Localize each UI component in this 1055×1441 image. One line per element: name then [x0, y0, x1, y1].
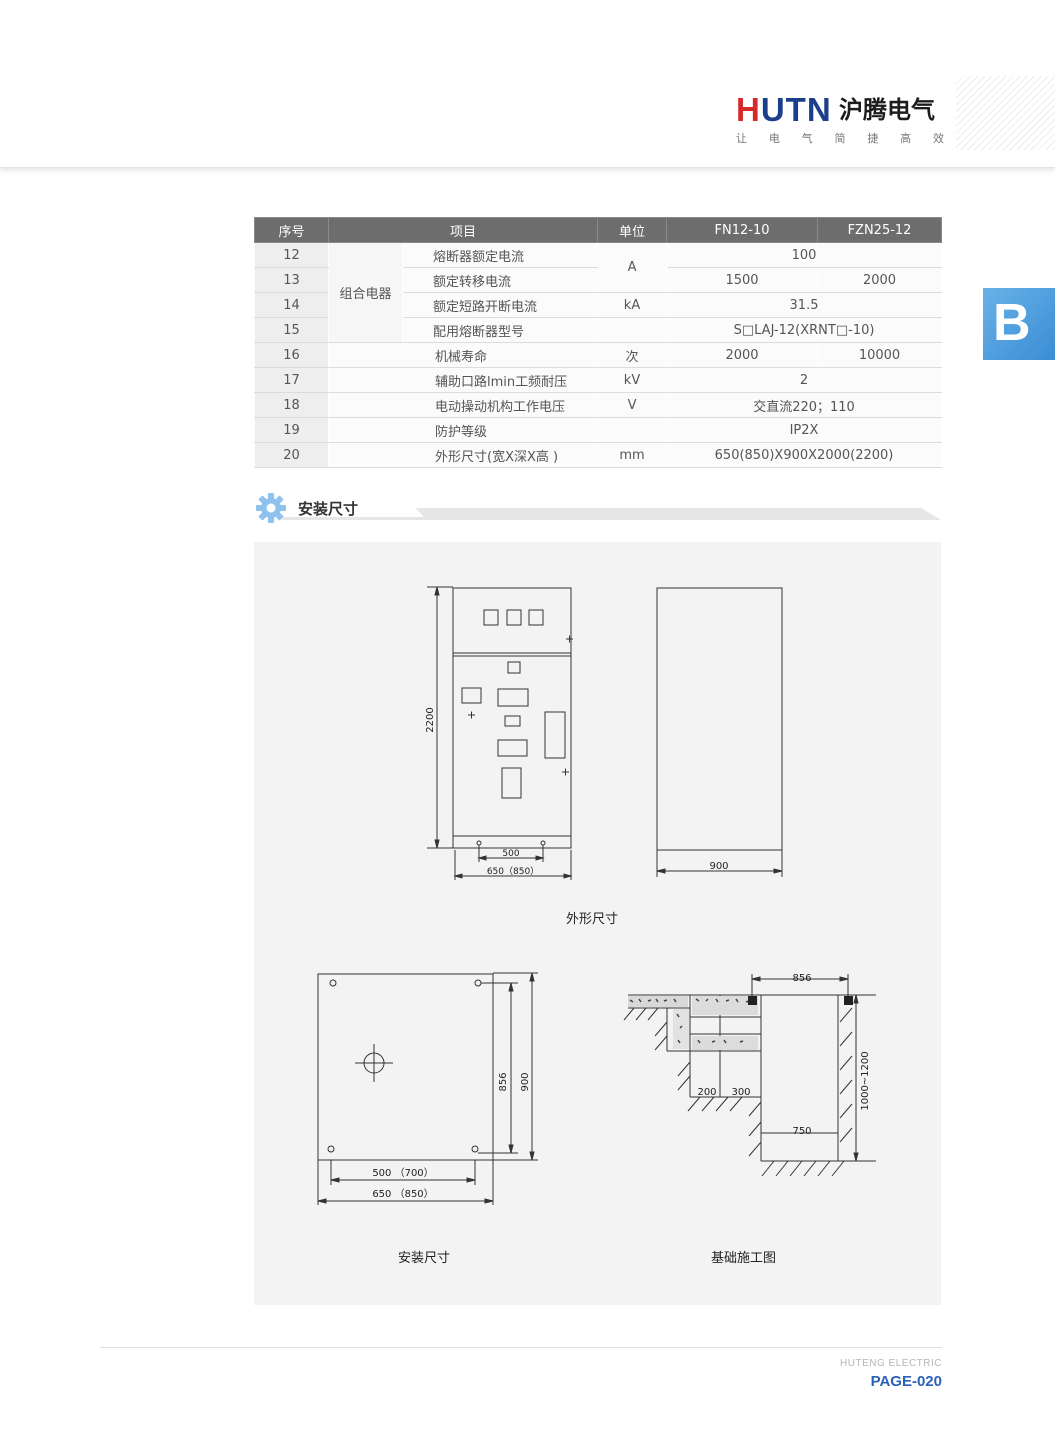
table-row: 18 电动操动机构工作电压 V 交直流220；110: [254, 392, 943, 418]
plan-width-outer-label: 650 （850）: [372, 1188, 433, 1200]
gear-icon: [256, 493, 286, 523]
row-number: 13: [254, 267, 329, 293]
side-view-drawing: 900: [656, 587, 783, 877]
logo-company-name: 沪腾电气: [839, 96, 935, 124]
foundation-top-label: 856: [792, 973, 811, 984]
row-value-fn12: 1500: [666, 267, 819, 293]
table-row: 17 辅助口路lmin工频耐压 kV 2: [254, 367, 943, 393]
caption-outline: 外形尺寸: [566, 912, 619, 927]
slogan-char: 效: [932, 132, 944, 145]
slogan-char: 电: [768, 132, 780, 145]
header-stripes-decoration: [956, 76, 1055, 150]
dim-height-label: 2200: [425, 707, 436, 732]
row-value-fzn25: 10000: [817, 342, 943, 368]
section-tab-letter: B: [993, 294, 1031, 352]
row-number: 12: [254, 242, 329, 268]
row-number: 14: [254, 292, 329, 318]
row-value: 2: [666, 367, 943, 393]
row-unit: mm: [597, 442, 668, 468]
row-unit: V: [597, 392, 668, 418]
row-item: 额定短路开断电流: [401, 292, 599, 318]
logo-slogan: 让 电 气 简 捷 高 效: [736, 130, 944, 146]
dim-outer-width-label: 650（850）: [487, 866, 539, 877]
row-value: S□LAJ-12(XRNT□-10): [666, 317, 943, 343]
logo-mark: HUTN: [736, 91, 832, 128]
row-item: 电动操动机构工作电压: [327, 392, 599, 418]
foundation-drawing: 856 200 300 750 1000~1200: [623, 973, 876, 1177]
page-header: HUTN 沪腾电气 让 电 气 简 捷 高 效: [0, 0, 1055, 168]
row-value: 31.5: [666, 292, 943, 318]
row-item: 额定转移电流: [401, 267, 599, 293]
section-tab-b: B: [983, 288, 1055, 360]
foundation-depth-label: 1000~1200: [860, 1051, 871, 1110]
row-item: 熔断器额定电流: [401, 242, 599, 268]
section-heading-bar: [282, 508, 941, 520]
row-number: 20: [254, 442, 329, 468]
row-item: 防护等级: [327, 417, 599, 443]
spec-table: 序号 项目 单位 FN12-10 FZN25-12 12 组合电器 熔断器额定电…: [254, 217, 943, 468]
row-unit: [597, 317, 668, 343]
header-fn12: FN12-10: [666, 217, 819, 243]
company-logo: HUTN 沪腾电气 让 电 气 简 捷 高 效: [736, 88, 946, 148]
row-value: 100: [666, 242, 943, 268]
row-value: 650(850)X900X2000(2200): [666, 442, 943, 468]
row-value: IP2X: [666, 417, 943, 443]
caption-install: 安装尺寸: [398, 1251, 451, 1266]
slogan-char: 让: [736, 132, 747, 145]
plan-depth-inner-label: 856: [498, 1072, 509, 1091]
row-value-fn12: 2000: [666, 342, 819, 368]
foundation-w1-label: 200: [697, 1087, 716, 1098]
slogan-char: 高: [900, 132, 912, 145]
header-fzn25: FZN25-12: [817, 217, 943, 243]
row-number: 17: [254, 367, 329, 393]
row-unit: A: [597, 242, 668, 293]
row-number: 18: [254, 392, 329, 418]
row-unit: [597, 417, 668, 443]
row-number: 19: [254, 417, 329, 443]
foundation-w2-label: 300: [731, 1087, 750, 1098]
header-unit: 单位: [597, 217, 668, 243]
dim-depth-label: 900: [709, 861, 728, 872]
slogan-char: 气: [801, 132, 813, 145]
row-number: 16: [254, 342, 329, 368]
table-row: 15 配用熔断器型号 S□LAJ-12(XRNT□-10): [254, 317, 943, 343]
section-title: 安装尺寸: [298, 500, 359, 518]
dim-inner-width-label: 500: [502, 849, 519, 859]
table-row: 19 防护等级 IP2X: [254, 417, 943, 443]
caption-foundation: 基础施工图: [711, 1251, 777, 1266]
footer-divider: [100, 1347, 942, 1348]
foundation-bottom-label: 750: [792, 1126, 811, 1137]
slogan-char: 简: [834, 132, 846, 145]
row-item: 外形尺寸(宽X深X高 ): [327, 442, 599, 468]
section-heading: 安装尺寸: [254, 491, 941, 523]
group-label: 组合电器: [328, 242, 403, 343]
plan-depth-outer-label: 900: [520, 1072, 531, 1091]
section-heading-tab: [282, 495, 424, 517]
row-unit: 次: [597, 342, 668, 368]
table-header-row: 序号 项目 单位 FN12-10 FZN25-12: [254, 217, 943, 243]
plan-view-drawing: 856 900 500 （700） 650 （850）: [317, 972, 538, 1205]
plan-width-inner-label: 500 （700）: [372, 1167, 433, 1179]
row-value: 交直流220；110: [666, 392, 943, 418]
slogan-char: 捷: [867, 132, 879, 145]
row-item: 机械寿命: [327, 342, 599, 368]
header-seq: 序号: [254, 217, 329, 243]
table-row: 13 额定转移电流 1500 2000: [254, 267, 943, 293]
row-value-fzn25: 2000: [817, 267, 943, 293]
row-item: 辅助口路lmin工频耐压: [327, 367, 599, 393]
row-unit: kV: [597, 367, 668, 393]
page-number: PAGE-020: [870, 1373, 942, 1390]
row-number: 15: [254, 317, 329, 343]
row-unit: kA: [597, 292, 668, 318]
technical-drawings: 2200 500 650（850） 900: [317, 586, 876, 1205]
table-row: 12 组合电器 熔断器额定电流 A 100: [254, 242, 943, 343]
table-row: 20 外形尺寸(宽X深X高 ) mm 650(850)X900X2000(220…: [254, 442, 943, 468]
front-view-drawing: 2200 500 650（850）: [425, 586, 573, 880]
drawing-panel: 2200 500 650（850） 900: [254, 542, 941, 1305]
footer-brand: HUTENG ELECTRIC: [840, 1358, 942, 1369]
row-item: 配用熔断器型号: [401, 317, 599, 343]
table-row: 16 机械寿命 次 2000 10000: [254, 342, 943, 368]
table-row: 14 额定短路开断电流 kA 31.5: [254, 292, 943, 318]
header-item: 项目: [327, 217, 599, 243]
